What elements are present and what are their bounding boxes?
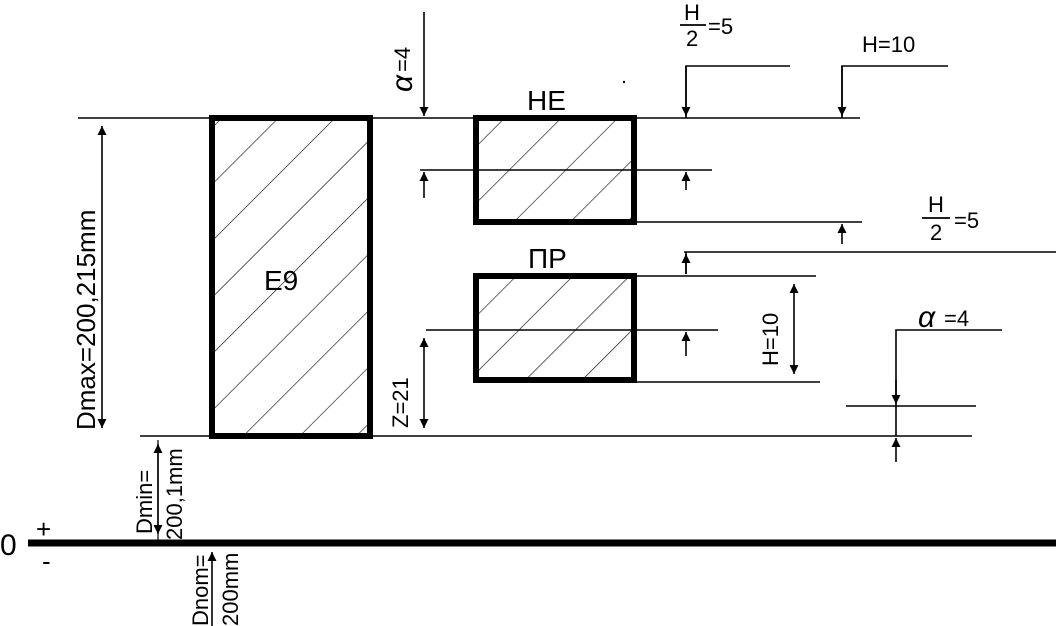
dmin-label-line1: Dmin= xyxy=(132,470,157,534)
svg-text:α: α xyxy=(386,74,419,92)
h-half-top-dimension: H 2 =5 xyxy=(680,0,733,51)
dmax-label: Dmax=200,215mm xyxy=(71,210,101,430)
gauge-pr-label: ПР xyxy=(528,243,567,274)
svg-text:2: 2 xyxy=(686,26,698,51)
hole-field-label: E9 xyxy=(264,265,298,296)
h10-top-label: H=10 xyxy=(862,32,915,57)
h-half-mid-dimension: H 2 =5 xyxy=(922,192,979,245)
svg-text:H: H xyxy=(928,192,944,217)
extension-lines xyxy=(78,65,1056,437)
h10-pr-label: H=10 xyxy=(758,313,783,366)
svg-text:=5: =5 xyxy=(708,14,733,39)
svg-text:2: 2 xyxy=(930,220,942,245)
svg-text:=4: =4 xyxy=(944,306,969,331)
svg-text:α: α xyxy=(918,301,936,334)
gauge-ne-label: НЕ xyxy=(527,85,566,116)
gauge-pr-field xyxy=(473,273,637,383)
stray-dot xyxy=(622,80,626,84)
z-label: Z=21 xyxy=(388,377,413,428)
svg-text:=4: =4 xyxy=(390,47,415,72)
plus-sign: + xyxy=(36,514,51,544)
dnom-label-line1: Dnom= xyxy=(188,554,213,626)
alpha-right-dimension: α =4 xyxy=(918,301,969,334)
dmin-label-line2: 200,1mm xyxy=(162,448,187,540)
dnom-label-line2: 200mm xyxy=(218,553,243,626)
svg-text:=5: =5 xyxy=(954,208,979,233)
alpha-top-dimension: α =4 xyxy=(386,47,419,92)
zero-label: 0 xyxy=(0,529,17,562)
minus-sign: - xyxy=(42,546,51,576)
svg-text:H: H xyxy=(684,0,700,25)
